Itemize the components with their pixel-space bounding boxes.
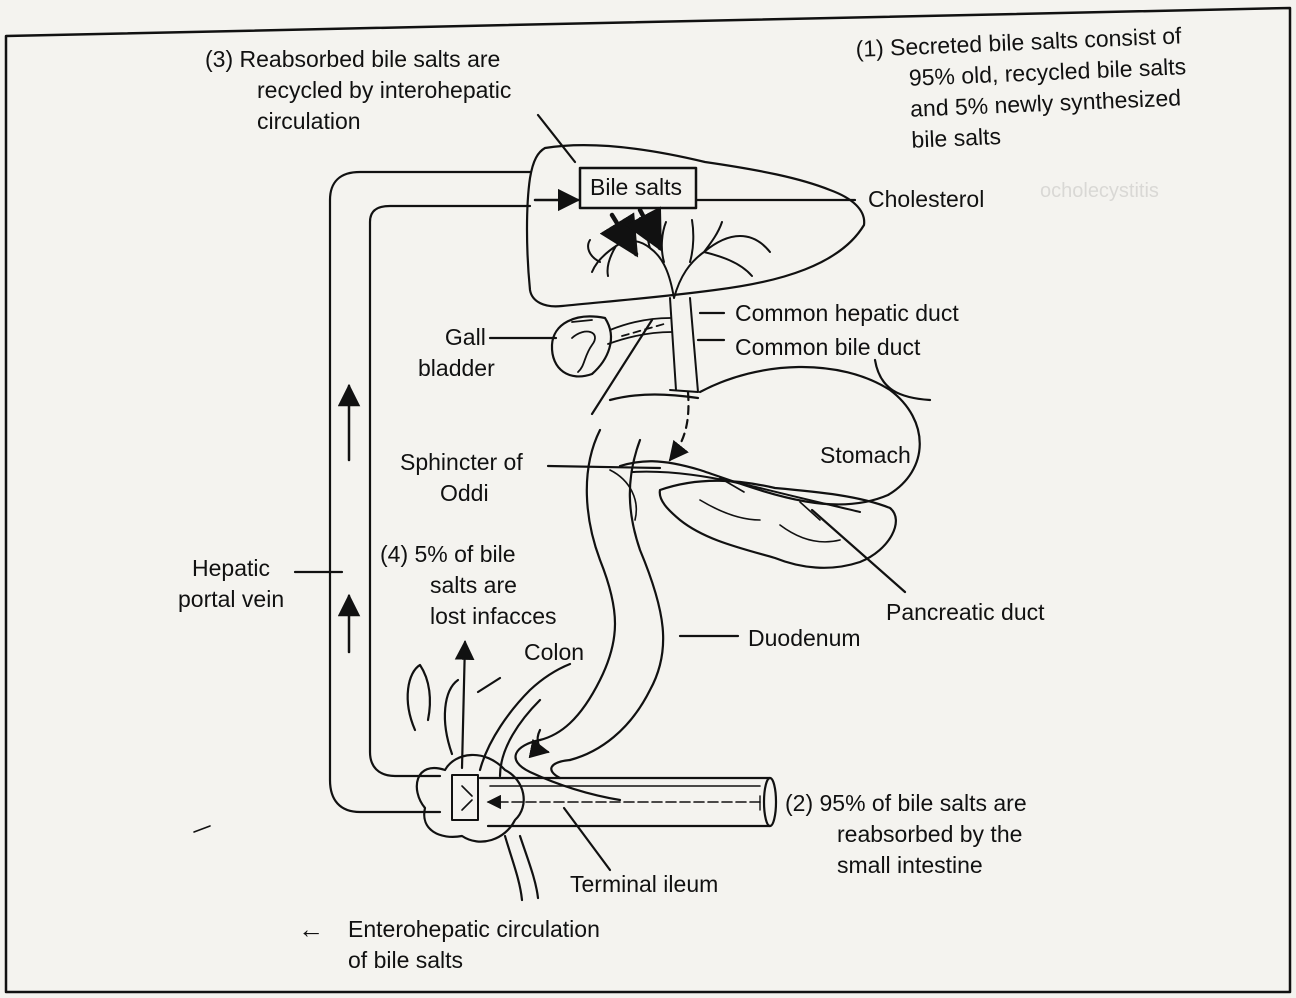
leader-sphincter-1 — [592, 320, 652, 414]
leader-colon — [478, 678, 500, 692]
label-lost-in-faeces: (4) 5% of bile salts are lost infacces — [380, 539, 557, 632]
figure-border — [6, 8, 1290, 992]
leader-reabsorbed — [538, 115, 575, 162]
label-duodenum: Duodenum — [748, 623, 861, 654]
label-gall-bladder: Gall bladder — [418, 322, 495, 384]
label-common-bile-duct: Common bile duct — [735, 332, 920, 363]
label-bile-salts: Bile salts — [590, 172, 682, 203]
label-stomach: Stomach — [820, 440, 911, 471]
label-pancreatic-duct: Pancreatic duct — [886, 597, 1045, 628]
label-sphincter-of-oddi: Sphincter of Oddi — [400, 447, 523, 509]
common-bile-duct — [670, 298, 698, 392]
label-common-hepatic-duct: Common hepatic duct — [735, 298, 959, 329]
label-cholesterol: Cholesterol — [868, 184, 984, 215]
colon-outline — [417, 755, 524, 842]
label-reabsorbed: (3) Reabsorbed bile salts are recycled b… — [205, 44, 511, 137]
label-reabsorbed-small-intestine: (2) 95% of bile salts are reabsorbed by … — [785, 788, 1027, 881]
figure-caption: Enterohepatic circulation of bile salts — [348, 914, 600, 976]
caption-arrow: ← — [298, 914, 324, 945]
label-hepatic-portal-vein: Hepatic portal vein — [178, 553, 284, 615]
leader-sphincter-2 — [548, 466, 660, 468]
stomach-outline — [620, 367, 920, 505]
leader-pancreatic — [812, 510, 905, 592]
label-terminal-ileum: Terminal ileum — [570, 869, 718, 900]
leader-terminal-ileum — [564, 808, 610, 870]
label-colon: Colon — [524, 637, 584, 668]
pancreas-outline — [660, 481, 896, 568]
label-secreted: (1) Secreted bile salts consist of 95% o… — [855, 20, 1189, 158]
